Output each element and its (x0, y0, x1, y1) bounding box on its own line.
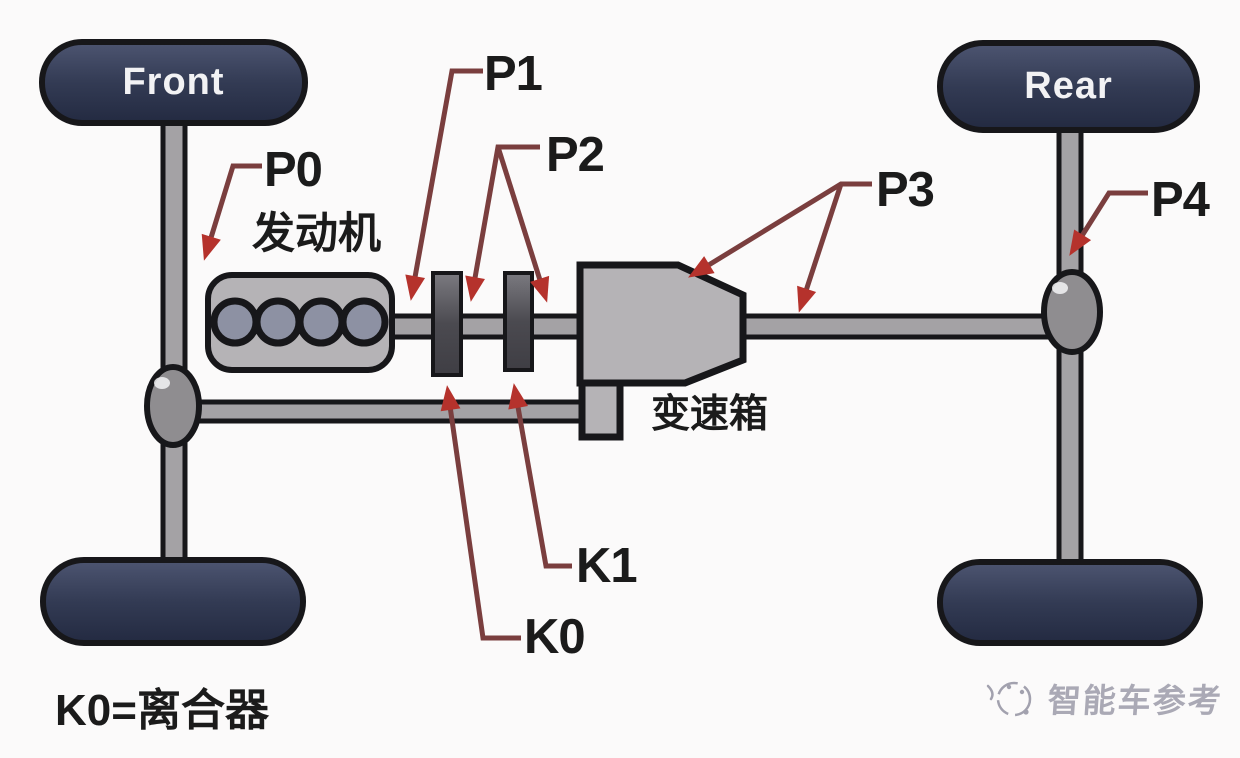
rear-differential (1041, 269, 1103, 355)
gearbox-caption: 变速箱 (651, 393, 769, 436)
rear-wheel-label: Rear (1024, 65, 1113, 107)
k1-clutch-label: K1 (576, 539, 638, 593)
p4-position-label: P4 (1151, 173, 1210, 227)
front-drive-shaft (187, 399, 593, 424)
annotation-arrows (201, 68, 1148, 641)
k0-arrow (440, 385, 521, 641)
p3-arrow-right (797, 183, 844, 313)
k0-clutch-label: K0 (524, 610, 586, 664)
rear-right-top-wheel (937, 40, 1200, 133)
engine-output-shaft (387, 313, 593, 340)
engine-cylinder (210, 297, 260, 347)
gearbox-housing (576, 261, 747, 441)
p1-position-label: P1 (484, 47, 543, 101)
p4-arrow (1069, 190, 1148, 256)
clutch-k0-disc (431, 271, 463, 377)
legend-k0-definition: K0=离合器 (55, 686, 269, 735)
p0-arrow (201, 163, 262, 261)
rear-bottom-wheel (937, 559, 1203, 646)
k1-arrow (508, 383, 572, 569)
engine-cylinder (253, 297, 303, 347)
engine-cylinder (339, 297, 389, 347)
clutch-k1-disc (503, 271, 534, 372)
front-wheel-label: Front (122, 61, 225, 103)
watermark-brand-text: 智能车参考 (1046, 682, 1225, 719)
watermark: 智能车参考 (982, 672, 1225, 724)
p1-arrow (405, 68, 483, 301)
watermark-logo-icon (986, 681, 1032, 717)
engine-caption: 发动机 (252, 210, 381, 258)
front-axle-shaft (160, 119, 188, 569)
p3-arrow-left (688, 181, 872, 278)
propeller-shaft (735, 313, 1061, 340)
engine-block (205, 272, 395, 373)
engine-cylinder (296, 297, 346, 347)
p0-position-label: P0 (264, 143, 323, 197)
p2-arrow-right (495, 146, 550, 303)
front-bottom-wheel (40, 557, 306, 646)
front-left-wheel (39, 39, 308, 126)
front-differential (144, 364, 202, 448)
p3-position-label: P3 (876, 163, 935, 217)
p2-position-label: P2 (546, 128, 605, 182)
